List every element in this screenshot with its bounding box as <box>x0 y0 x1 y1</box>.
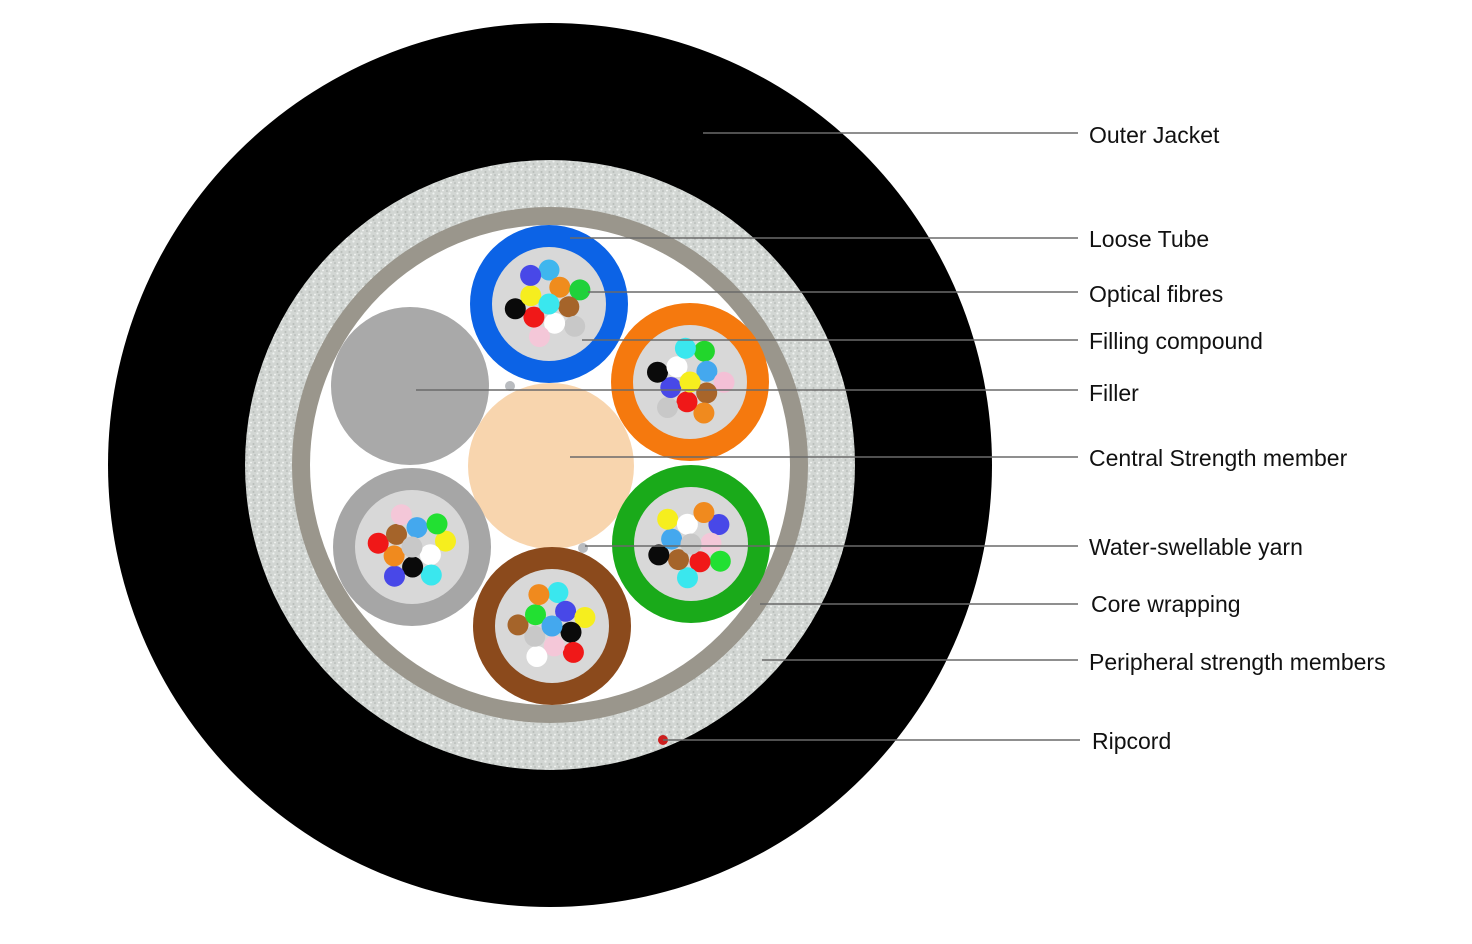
optical-fibre <box>677 567 698 589</box>
optical-fibre <box>674 337 696 359</box>
optical-fibre <box>574 607 596 628</box>
optical-fibre <box>549 276 571 298</box>
label-ripcord: Ripcord <box>1092 728 1171 754</box>
optical-fibre <box>538 293 560 315</box>
loose-tube-brown-tube <box>473 547 631 705</box>
optical-fibre <box>402 556 424 578</box>
optical-fibre <box>569 279 591 301</box>
optical-fibre <box>713 371 735 393</box>
optical-fibre <box>647 361 668 383</box>
filler <box>331 307 489 465</box>
optical-fibre <box>666 356 688 378</box>
leader-lines <box>416 132 1080 741</box>
optical-fibre <box>696 360 718 382</box>
optical-fibre <box>564 315 586 337</box>
optical-fibre <box>541 615 563 637</box>
optical-fibre <box>693 402 715 424</box>
optical-fibre <box>507 614 529 636</box>
loose-tube-orange-tube <box>611 303 769 461</box>
label-filling-compound: Filling compound <box>1089 328 1263 354</box>
optical-fibre <box>560 621 582 643</box>
optical-fibre <box>668 549 689 571</box>
optical-fibre <box>528 326 550 348</box>
optical-fibre <box>679 371 701 393</box>
optical-fibre <box>562 641 584 663</box>
optical-fibre <box>367 532 389 554</box>
optical-fibre <box>524 625 546 647</box>
optical-fibre <box>520 285 542 307</box>
optical-fibre <box>390 504 412 526</box>
optical-fibre <box>526 646 548 667</box>
optical-fibre <box>435 530 456 552</box>
optical-fibre <box>660 377 682 398</box>
optical-fibre <box>538 259 560 281</box>
label-peripheral-strength-members: Peripheral strength members <box>1089 649 1386 675</box>
optical-fibre <box>525 604 546 626</box>
label-core-wrapping: Core wrapping <box>1091 591 1241 617</box>
label-outer-jacket: Outer Jacket <box>1089 122 1220 148</box>
optical-fibre <box>555 600 577 622</box>
label-filler: Filler <box>1089 380 1139 406</box>
optical-fibre <box>426 513 448 535</box>
optical-fibre <box>696 382 718 404</box>
label-optical-fibres: Optical fibres <box>1089 281 1223 307</box>
optical-fibre <box>520 264 542 286</box>
optical-fibre <box>709 550 731 572</box>
loose-tubes <box>333 225 770 705</box>
optical-fibre <box>657 508 679 530</box>
optical-fibre <box>528 584 550 606</box>
optical-fibre <box>401 536 423 558</box>
optical-fibre <box>384 565 405 587</box>
optical-fibre <box>544 312 566 334</box>
optical-fibre <box>680 533 702 555</box>
optical-fibre <box>676 391 698 413</box>
optical-fibre <box>676 513 698 535</box>
optical-fibre <box>648 544 670 566</box>
optical-fibre <box>693 340 715 362</box>
optical-fibre <box>558 296 580 318</box>
central-strength-member <box>468 383 634 549</box>
optical-fibre <box>383 545 405 567</box>
loose-tube-green-tube <box>612 465 770 623</box>
label-water-swellable-yarn: Water-swellable yarn <box>1089 534 1303 560</box>
optical-fibre <box>700 532 722 554</box>
label-central-strength-member: Central Strength member <box>1089 445 1348 471</box>
optical-fibre <box>420 564 442 586</box>
optical-fibre <box>708 514 730 535</box>
loose-tube-grey-tube <box>333 468 491 626</box>
optical-fibre <box>523 306 545 328</box>
optical-fibre <box>543 635 565 657</box>
optical-fibre <box>419 544 441 566</box>
water-swellable-yarn <box>578 543 588 553</box>
labels: Outer Jacket Loose Tube Optical fibres F… <box>1089 122 1386 754</box>
optical-fibre <box>547 582 569 603</box>
optical-fibre <box>693 502 715 523</box>
optical-fibre <box>406 517 428 539</box>
loose-tube-blue-tube <box>470 225 628 383</box>
water-swellable-yarn <box>505 381 515 391</box>
optical-fibre <box>386 523 407 545</box>
optical-fibre <box>504 298 526 320</box>
optical-fibre <box>661 528 683 550</box>
optical-fibre <box>657 397 678 418</box>
optical-fibre <box>689 551 711 573</box>
label-loose-tube: Loose Tube <box>1089 226 1209 252</box>
